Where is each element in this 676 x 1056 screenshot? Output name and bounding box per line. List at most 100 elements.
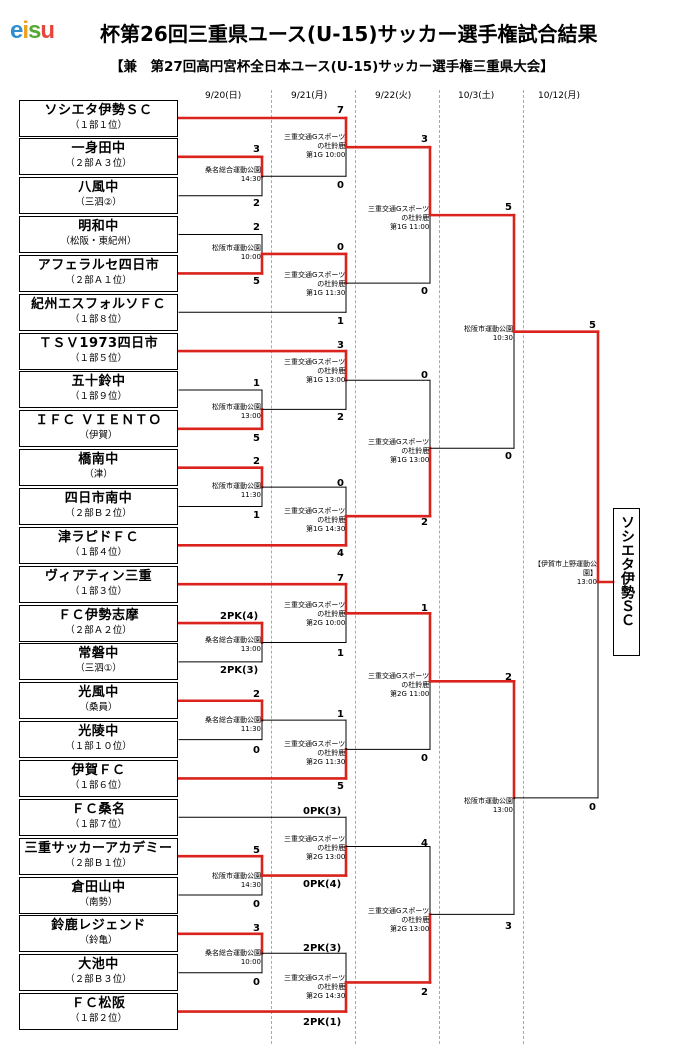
match-score: 0PK(3) <box>303 806 342 817</box>
column-divider <box>271 90 272 1044</box>
team-name: 鈴鹿レジェンド <box>51 918 146 934</box>
match-score: 5 <box>589 320 596 331</box>
venue-line: 第1G 14:30 <box>306 525 346 533</box>
team-qualification: （三泗②） <box>75 197 122 209</box>
team-box: 光陵中（１部１０位） <box>19 721 178 759</box>
team-box: 四日市南中（２部Ｂ２位） <box>19 488 178 525</box>
match-score: 3 <box>253 923 260 934</box>
team-box: ＴＳＶ1973四日市（１部５位） <box>19 332 178 370</box>
match-score: 3 <box>337 340 344 351</box>
match-score: 0 <box>253 977 260 988</box>
venue-line: 10:30 <box>492 334 513 342</box>
team-name: 伊賀ＦＣ <box>71 762 126 778</box>
venue-line: の杜鈴鹿 <box>401 447 430 455</box>
match-score: 2 <box>505 672 512 683</box>
venue-line: 桑名総合運動公園 <box>205 166 261 174</box>
team-name: ＩＦＣ ＶＩＥＮＴＯ <box>35 413 162 429</box>
venue-line: 三重交通Gスポーツ <box>284 507 346 515</box>
team-name: 三重サッカーアカデミー <box>24 840 173 856</box>
column-divider <box>439 90 440 1044</box>
logo-letter: e <box>10 17 23 44</box>
team-box: 光風中（桑員） <box>19 682 178 720</box>
venue-line: 三重交通Gスポーツ <box>368 672 430 680</box>
team-box: ＦＣ松阪（１部２位） <box>19 993 178 1031</box>
venue-line: 松阪市運動公園 <box>212 872 261 880</box>
logo-letter: u <box>40 17 55 44</box>
team-box: ＦＣ桑名（１部７位） <box>19 798 178 836</box>
venue-line: 14:30 <box>240 881 261 889</box>
venue-line: の杜鈴鹿 <box>317 516 346 524</box>
match-venue: 三重交通Gスポーツの杜鈴鹿第1G 10:00 <box>284 133 345 160</box>
team-qualification: （鈴亀） <box>79 935 118 947</box>
venue-line: の杜鈴鹿 <box>401 681 430 689</box>
team-name: 津ラピドＦＣ <box>57 529 139 545</box>
venue-line: 第2G 13:00 <box>306 853 346 861</box>
match-score: 0 <box>505 451 512 462</box>
team-name: 紀州エスフォルソＦＣ <box>30 296 166 312</box>
venue-line: 園】 <box>583 569 597 577</box>
column-divider <box>523 90 524 1044</box>
team-qualification: （２部Ａ３位） <box>65 158 132 170</box>
venue-line: 三重交通Gスポーツ <box>284 974 346 982</box>
venue-line: 14:30 <box>240 175 261 183</box>
team-name: アフェラルセ四日市 <box>37 257 160 273</box>
match-score: 2PK(3) <box>220 665 259 676</box>
venue-line: 第1G 13:00 <box>390 456 430 464</box>
venue-line: 三重交通Gスポーツ <box>284 835 346 843</box>
team-box: アフェラルセ四日市（２部Ａ１位） <box>19 254 178 292</box>
venue-line: の杜鈴鹿 <box>317 367 346 375</box>
date-header-10-3: 10/3(土) <box>458 91 495 101</box>
page-subtitle: 【兼 第27回高円宮杯全日本ユース(U-15)サッカー選手権三重県大会】 <box>110 59 554 75</box>
venue-line: 松阪市運動公園 <box>464 797 513 805</box>
venue-line: 13:00 <box>240 645 261 653</box>
date-header-9-20: 9/20(日) <box>205 91 242 101</box>
team-qualification: （１部４位） <box>69 546 127 558</box>
venue-line: 第2G 14:30 <box>306 992 346 1000</box>
venue-line: 松阪市運動公園 <box>212 403 261 411</box>
venue-line: 桑名総合運動公園 <box>205 636 261 644</box>
team-name: ヴィアティン三重 <box>44 568 153 584</box>
match-venue: 三重交通Gスポーツの杜鈴鹿第1G 14:30 <box>284 507 345 534</box>
team-qualification: （伊賀） <box>79 430 118 442</box>
column-divider <box>355 90 356 1044</box>
team-qualification: （１部１位） <box>69 119 127 131</box>
match-score: 2PK(3) <box>303 943 342 954</box>
match-score: 1 <box>253 510 260 521</box>
venue-line: 第2G 11:30 <box>306 758 346 766</box>
champion-box: ソシエタ伊勢ＳＣ <box>613 508 640 656</box>
team-box: ＦＣ伊勢志摩（２部Ａ２位） <box>19 604 178 642</box>
match-score: 2 <box>253 456 260 467</box>
team-qualification: （１部５位） <box>69 352 127 364</box>
team-box: ＩＦＣ ＶＩＥＮＴＯ（伊賀） <box>19 410 178 448</box>
match-venue: 【伊賀市上野運動公園】13:00 <box>534 560 597 587</box>
team-name: ＦＣ桑名 <box>71 801 126 817</box>
match-score: 2 <box>421 987 428 998</box>
team-name: 五十鈴中 <box>71 374 126 390</box>
venue-line: 第1G 11:30 <box>306 289 346 297</box>
team-name: ＦＣ伊勢志摩 <box>57 607 139 623</box>
venue-line: 三重交通Gスポーツ <box>284 271 346 279</box>
team-box: 三重サッカーアカデミー（２部Ｂ１位） <box>19 837 178 875</box>
team-qualification: （１部２位） <box>69 1013 127 1025</box>
match-venue: 三重交通Gスポーツの杜鈴鹿第2G 11:00 <box>368 672 429 699</box>
venue-line: 桑名総合運動公園 <box>205 716 261 724</box>
match-score: 4 <box>337 548 344 559</box>
team-qualification: （２部Ｂ３位） <box>65 974 132 986</box>
venue-line: 第1G 13:00 <box>306 376 346 384</box>
team-qualification: （松阪・東紀州） <box>60 236 137 248</box>
match-score: 5 <box>253 276 260 287</box>
team-box: 大池中（２部Ｂ３位） <box>19 954 178 992</box>
team-qualification: （１部７位） <box>69 818 127 830</box>
team-name: 光陵中 <box>78 724 119 740</box>
match-venue: 三重交通Gスポーツの杜鈴鹿第2G 13:00 <box>284 835 345 862</box>
match-score: 0 <box>253 745 260 756</box>
team-name: 八風中 <box>78 180 119 196</box>
team-box: 津ラピドＦＣ（１部４位） <box>19 526 178 564</box>
